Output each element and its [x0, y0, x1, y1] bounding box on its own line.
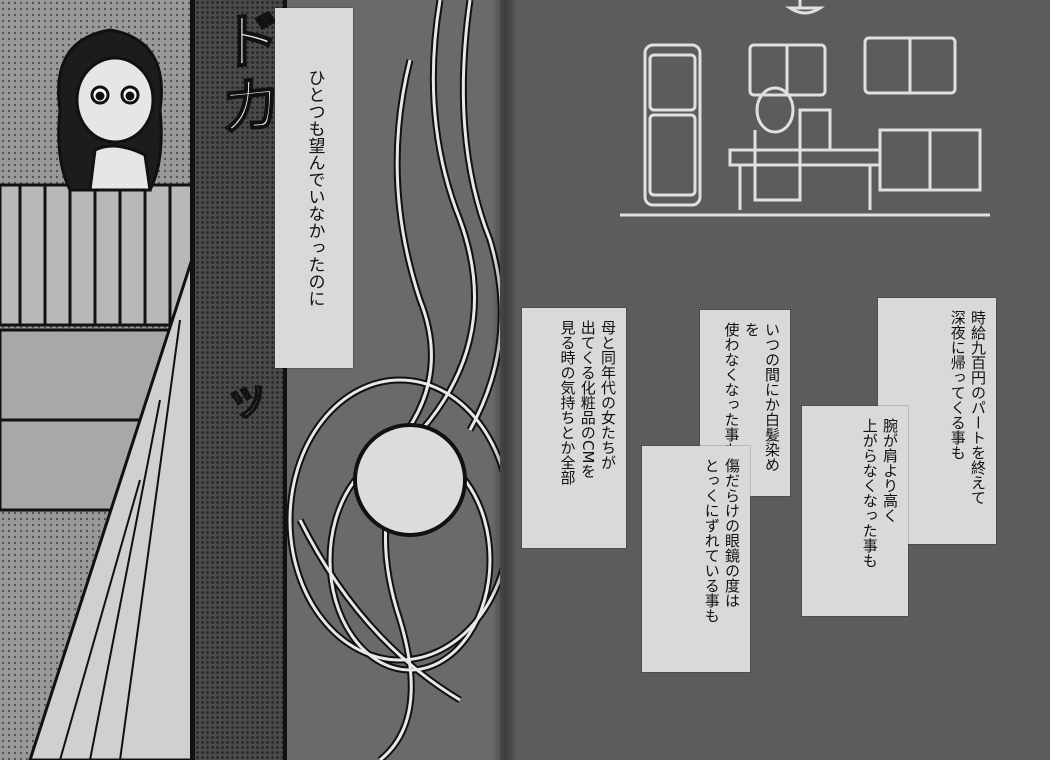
book-gutter — [492, 0, 518, 760]
balcony-railing — [0, 183, 197, 327]
sauce-blob — [353, 423, 467, 537]
right-manga-page: 母と同年代の女たちが 出てくる化粧品のCMを 見る時の気持ちとか全部 いつの間に… — [500, 0, 1050, 760]
caption-ude-line-1: 腕が肩より高く — [881, 418, 899, 523]
dark-action-panel — [195, 0, 285, 760]
caption-itsunoma: いつの間にか白髪染めを 使わなくなった事も — [700, 310, 790, 496]
caption-hitotsu-text: ひとつも望んでいなかったのに — [304, 69, 325, 307]
right-page-artwork — [620, 0, 990, 217]
left-manga-page: ドカ ッ ひとつも望んでいなかったのに — [0, 0, 520, 760]
caption-itsunoma-line-1: いつの間にか白髪染めを — [742, 322, 781, 472]
caption-kizu-line-1: 傷だらけの眼鏡の度は — [723, 458, 741, 608]
caption-ude: 腕が肩より高く 上がらなくなった事も — [802, 406, 908, 616]
caption-haha-line-2: 出てくる化粧品のCMを — [578, 320, 597, 479]
caption-jikyu-line-1: 時給九百円のパートを終えて — [969, 310, 987, 505]
caption-haha-line-3: 見る時の気持ちとか全部 — [558, 320, 577, 485]
girl-character — [57, 28, 163, 192]
caption-kizu: 傷だらけの眼鏡の度は とっくにずれている事も — [642, 446, 750, 672]
apartment-room-drawing — [620, 0, 990, 217]
caption-jikyu-line-2: 深夜に帰ってくる事も — [948, 310, 967, 460]
caption-kizu-line-2: とっくにずれている事も — [702, 458, 721, 623]
caption-haha: 母と同年代の女たちが 出てくる化粧品のCMを 見る時の気持ちとか全部 — [522, 308, 626, 548]
caption-haha-line-1: 母と同年代の女たちが — [599, 320, 617, 470]
caption-hitotsu: ひとつも望んでいなかったのに — [275, 8, 353, 368]
caption-itsunoma-line-2: 使わなくなった事も — [722, 322, 741, 457]
caption-ude-line-2: 上がらなくなった事も — [860, 418, 879, 568]
